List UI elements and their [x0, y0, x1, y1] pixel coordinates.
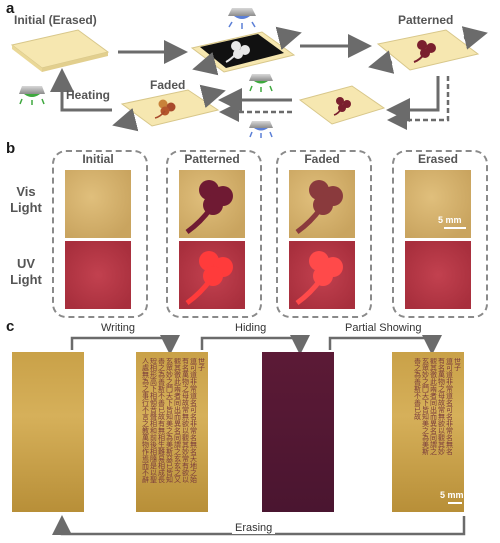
- vis-faded: [289, 170, 355, 238]
- panel-b-letter: b: [6, 140, 16, 157]
- vis-initial: [65, 170, 131, 238]
- group-patterned: [166, 150, 262, 318]
- vis-patterned: [179, 170, 245, 238]
- panel-a-letter: a: [6, 0, 15, 17]
- col-label-patterned: Patterned: [179, 152, 245, 166]
- col-label-faded: Faded: [289, 152, 355, 166]
- film-initial: [10, 29, 110, 72]
- label-heating: Heating: [66, 88, 111, 102]
- green-lamp-left-icon: [19, 86, 45, 105]
- uv-patterned: [179, 241, 245, 309]
- label-faded: Faded: [150, 78, 186, 92]
- col-label-erased: Erased: [405, 152, 471, 166]
- vis-erased: [405, 170, 471, 238]
- doc-hidden: [262, 352, 334, 512]
- label-writing: Writing: [98, 322, 139, 334]
- scale-bar-b: [444, 227, 466, 229]
- panel-a-diagram: [10, 8, 488, 138]
- panel-c-arrows: [52, 335, 466, 536]
- uv-faded: [289, 241, 355, 309]
- green-lamp-icon: [249, 74, 273, 92]
- group-faded: [276, 150, 372, 318]
- film-patterned-2: [298, 85, 386, 125]
- scale-text-b: 5 mm: [438, 215, 462, 225]
- doc-written: 世子 道可道非常道名可名非常名無名天地之始 有名萬物之母故常無欲以觀其妙常有欲以…: [136, 352, 208, 512]
- label-hiding: Hiding: [232, 322, 270, 334]
- label-partial-showing: Partial Showing: [342, 322, 425, 334]
- panel-c-letter: c: [6, 318, 15, 335]
- label-erasing: Erasing: [232, 522, 276, 534]
- film-masked: [190, 26, 302, 76]
- group-erased: [392, 150, 488, 318]
- col-label-initial: Initial: [65, 152, 131, 166]
- film-patterned: [368, 26, 488, 74]
- uv-lamp-bottom-icon: [249, 121, 273, 138]
- scale-text-c: 5 mm: [440, 490, 464, 500]
- uv-initial: [65, 241, 131, 309]
- group-initial: [52, 150, 148, 318]
- scale-bar-c: [448, 502, 462, 504]
- doc-partial: 世子 道可道非常道名可名非常名無名 有名萬物之母故常無欲以觀其妙 觀其徼此兩者同…: [392, 352, 464, 512]
- film-faded: [112, 84, 226, 132]
- uv-lamp-icon: [228, 8, 256, 29]
- doc-blank: [12, 352, 84, 512]
- uv-erased: [405, 241, 471, 309]
- label-patterned: Patterned: [398, 13, 454, 27]
- label-initial-erased: Initial (Erased): [14, 13, 97, 27]
